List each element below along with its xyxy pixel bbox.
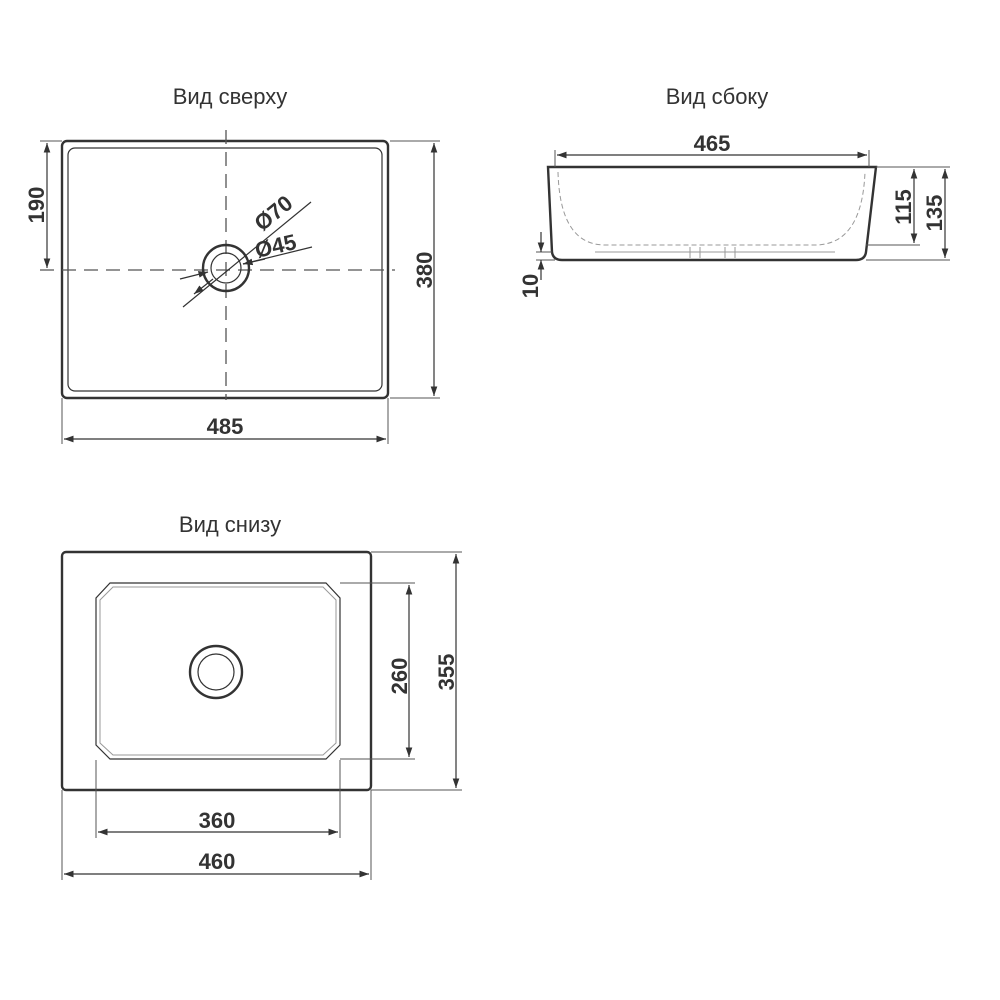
bottom-view-base-foot-inner xyxy=(99,586,337,756)
dim190-label: 190 xyxy=(24,187,49,224)
bottom-view-title: Вид снизу xyxy=(179,512,281,537)
dia45-arrow-left xyxy=(179,271,209,280)
dim485-label: 485 xyxy=(207,414,244,439)
top-view: Вид сверху Ø70 Ø45 190 380 485 xyxy=(24,84,440,444)
side-view-outline xyxy=(546,165,878,262)
bottom-view-base-foot xyxy=(95,582,341,760)
dia70-leader xyxy=(182,201,312,308)
bottom-view: Вид снизу 260 355 360 460 xyxy=(60,512,462,880)
bottom-view-outer-outline xyxy=(60,550,373,792)
dia45-arrow-right xyxy=(242,258,266,266)
dim115-label: 115 xyxy=(891,189,916,225)
dim360-label: 360 xyxy=(199,808,236,833)
side-view-inner-hidden-line xyxy=(557,171,866,246)
side-view-title: Вид сбоку xyxy=(666,84,769,109)
drain-inner-circle xyxy=(210,252,242,284)
dia70-arrow xyxy=(193,278,214,295)
bottom-drain-inner-circle xyxy=(197,653,235,691)
dim135-label: 135 xyxy=(922,195,947,232)
dim465-label: 465 xyxy=(694,131,731,156)
dim260-label: 260 xyxy=(387,658,412,695)
dia45-label: Ø45 xyxy=(253,229,299,263)
top-view-title: Вид сверху xyxy=(173,84,288,109)
dim380-label: 380 xyxy=(412,252,437,289)
dim10-label: 10 xyxy=(518,274,543,298)
dim460-label: 460 xyxy=(199,849,236,874)
dim355-label: 355 xyxy=(434,654,459,691)
side-view: Вид сбоку 465 115 135 10 xyxy=(518,84,950,298)
drain-outer-circle xyxy=(201,243,251,293)
bottom-drain-outer-circle xyxy=(188,644,244,700)
